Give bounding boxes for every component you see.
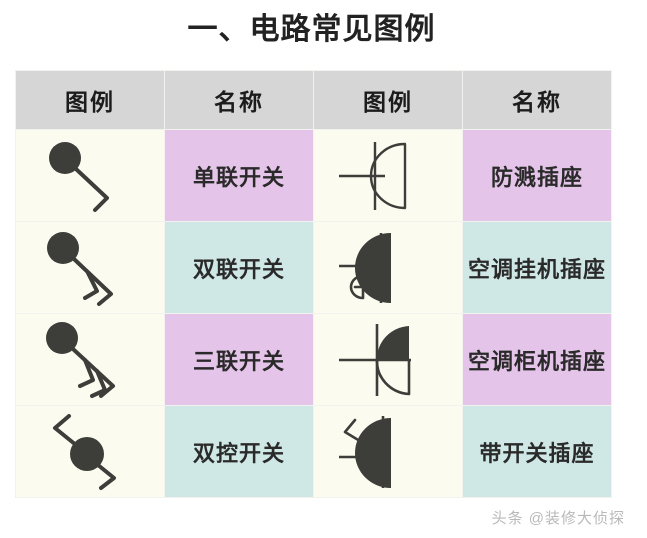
table-row: 双联开关 空调挂机插座 [15, 221, 612, 314]
column-header-symbol-1: 图例 [15, 70, 165, 130]
column-header-name-2: 名称 [462, 70, 612, 130]
symbol-cell-splashproof-socket [313, 129, 463, 222]
symbol-cell-single-pole-switch [15, 129, 165, 222]
symbol-cell-switched-socket [313, 405, 463, 498]
ac-wall-unit-socket-symbol [314, 222, 462, 313]
symbol-cell-two-way-switch [15, 405, 165, 498]
name-cell-splashproof-socket: 防溅插座 [462, 129, 612, 222]
table-header-row: 图例 名称 图例 名称 [15, 70, 612, 130]
watermark: 头条 @装修大侦探 [491, 510, 625, 527]
switched-socket-symbol [314, 406, 462, 497]
splashproof-socket-symbol [314, 130, 462, 221]
symbol-cell-ac-floor-unit-socket [313, 313, 463, 406]
name-cell-ac-floor-unit-socket: 空调柜机插座 [462, 313, 612, 406]
name-cell-two-way-switch: 双控开关 [164, 405, 314, 498]
column-header-symbol-2: 图例 [313, 70, 463, 130]
name-cell-ac-wall-unit-socket: 空调挂机插座 [462, 221, 612, 314]
name-cell-switched-socket: 带开关插座 [462, 405, 612, 498]
name-cell-single-pole-switch: 单联开关 [164, 129, 314, 222]
table-row: 三联开关 空调柜机插座 [15, 313, 612, 406]
triple-pole-switch-symbol [16, 314, 164, 405]
symbol-cell-double-pole-switch [15, 221, 165, 314]
page-title: 一、电路常见图例 [187, 13, 436, 46]
table-row: 双控开关 带开关插座 [15, 405, 612, 498]
column-header-name-1: 名称 [164, 70, 314, 130]
table-row: 单联开关 防溅插座 [15, 129, 612, 222]
symbol-cell-ac-wall-unit-socket [313, 221, 463, 314]
single-pole-switch-symbol [16, 130, 164, 221]
symbol-cell-triple-pole-switch [15, 313, 165, 406]
name-cell-double-pole-switch: 双联开关 [164, 221, 314, 314]
double-pole-switch-symbol [16, 222, 164, 313]
legend-table: 图例 名称 图例 名称 单联开关 [15, 70, 612, 498]
two-way-switch-symbol [16, 406, 164, 497]
name-cell-triple-pole-switch: 三联开关 [164, 313, 314, 406]
ac-floor-unit-socket-symbol [314, 314, 462, 405]
